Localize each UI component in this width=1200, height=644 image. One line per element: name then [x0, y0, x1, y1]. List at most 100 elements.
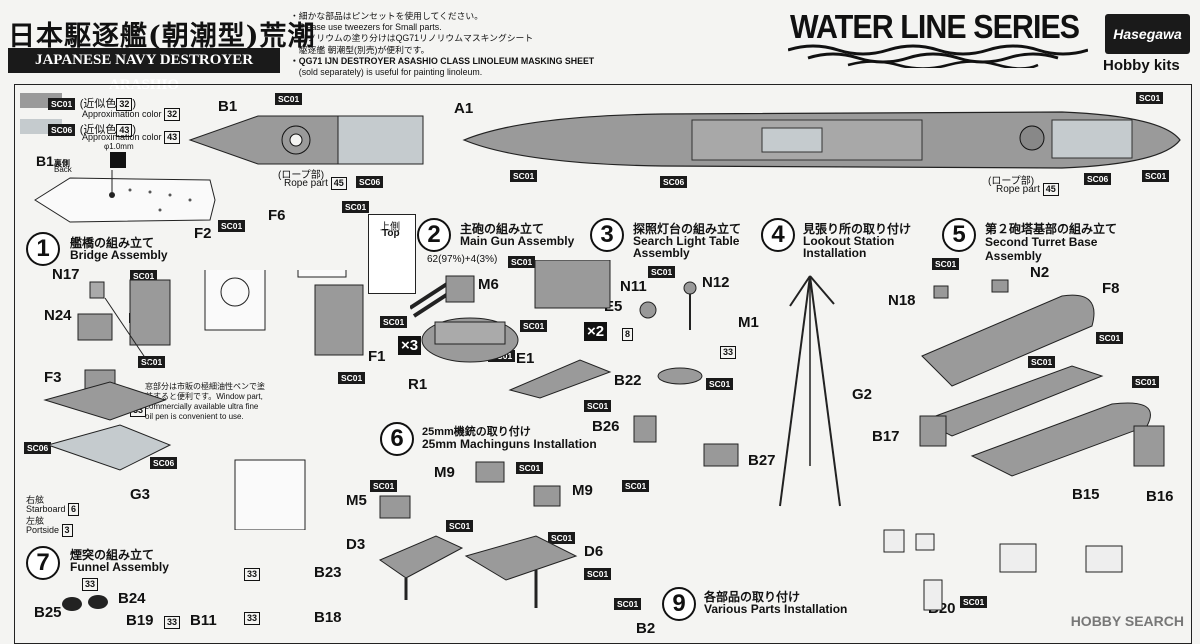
note-line: ・Please use tweezers for Small parts. [290, 22, 442, 33]
part-n24: N24 [44, 307, 72, 324]
part-f1: F1 [368, 348, 386, 365]
hobby-kits-label: Hobby kits [1103, 57, 1180, 74]
step-2-number: 2 [417, 218, 451, 252]
bridge-assembly-drawing [43, 270, 364, 530]
code-f8: SC01 [1096, 332, 1124, 344]
code-e5: SC01 [520, 320, 548, 332]
note-line: 駆逐艦 朝潮型(別売)が便利です。 [290, 44, 430, 55]
part-n12: N12 [702, 274, 730, 291]
part-b17: B17 [872, 428, 900, 445]
code-g3-a: SC06 [24, 442, 52, 454]
code-d6-b: SC01 [584, 568, 612, 580]
starboard-jp: 右舷 [26, 495, 45, 505]
top-label-jp: 上側 [380, 222, 400, 233]
note-line: ・リノリウムの塗り分けはQG71リノリウムマスキングシート [290, 33, 534, 44]
code-a1-2: SC06 [660, 176, 688, 188]
part-b2: B2 [636, 620, 656, 637]
part-m1: M1 [738, 314, 759, 331]
part-b25: B25 [34, 604, 62, 621]
code-a1-1: SC01 [510, 170, 538, 182]
step-5-en2: Assembly [985, 249, 1042, 263]
b1-deck-drawing [188, 115, 424, 165]
part-r1: R1 [408, 376, 428, 393]
color-8: 8 [622, 328, 634, 341]
code-f1: SC01 [338, 372, 366, 384]
note-line: ・QG71 IJN DESTROYER ASASHIO CLASS LINOLE… [290, 55, 595, 66]
step-1-en: Bridge Assembly [70, 248, 168, 262]
drill-size: φ1.0mm [104, 142, 134, 151]
part-b26: B26 [592, 418, 620, 435]
lookout-mast-drawing [779, 275, 841, 507]
step-9-number: 9 [662, 587, 696, 621]
qty-x2: ×2 [584, 322, 608, 341]
color-33-m1: 33 [720, 346, 737, 359]
part-g3: G3 [130, 486, 151, 503]
window-note: 窓部分は市販の極細油性ペンで塗装すると便利です。Window part, com… [145, 382, 265, 421]
step-4-en1: Lookout Station [803, 234, 895, 248]
part-b24: B24 [118, 590, 146, 607]
part-e1: E1 [516, 350, 535, 367]
machinegun-drawing [378, 461, 578, 608]
part-b18: B18 [314, 609, 342, 626]
code-f2: SC01 [218, 220, 246, 232]
color-33-b18: 33 [244, 612, 261, 625]
step-6-number: 6 [380, 422, 414, 456]
color-33-b24: 33 [82, 578, 99, 591]
part-b22: B22 [614, 372, 642, 389]
note-line: ・細かな部品はピンセットを使用してください。 [290, 11, 484, 21]
step-3-en2: Assembly [633, 246, 690, 260]
rope-en-b1: Rope part 45 [284, 177, 347, 190]
header-notes: ・細かな部品はピンセットを使用してください。 ・Please use tweez… [290, 11, 595, 78]
color-33-b23: 33 [244, 568, 261, 581]
watermark: HOBBY SEARCH [1070, 613, 1184, 629]
step-4-number: 4 [761, 218, 795, 252]
code-b20: SC01 [960, 596, 988, 608]
note-line: (sold separately) is useful for painting… [290, 67, 483, 78]
code-g3-b: SC06 [150, 457, 178, 469]
step-6-jp: 25mm機銃の取り付け [422, 426, 531, 438]
step-2-jp: 主砲の組み立て [460, 222, 545, 236]
step-5-jp: 第２砲塔基部の組み立て [985, 222, 1118, 236]
code-n11: SC01 [648, 266, 676, 278]
code-d6-a: SC01 [548, 532, 576, 544]
part-n18: N18 [888, 292, 916, 309]
color-mix: 62(97%)+4(3%) [427, 254, 498, 265]
title-english: JAPANESE NAVY DESTROYER ARASHIO [8, 48, 280, 93]
code-m6-b: SC01 [380, 316, 408, 328]
step-7-jp: 煙突の組み立て [70, 548, 155, 562]
part-d3: D3 [346, 536, 366, 553]
step-1-jp: 艦橋の組み立て [70, 236, 155, 250]
part-b15: B15 [1072, 486, 1100, 503]
code-m5: SC01 [370, 480, 398, 492]
various-parts-drawing [883, 529, 1123, 611]
step-6-en: 25mm Machinguns Installation [422, 437, 597, 451]
funnel-parts-drawing [62, 595, 108, 611]
part-b27: B27 [748, 452, 776, 469]
code-b1: SC01 [275, 93, 303, 105]
part-m9-a: M9 [434, 464, 455, 481]
part-g2: G2 [852, 386, 873, 403]
part-b23: B23 [314, 564, 342, 581]
starboard-en: Starboard 6 [26, 503, 80, 516]
part-f3: F3 [44, 369, 62, 386]
part-b1: B1 [218, 98, 238, 115]
code-b16: SC01 [1132, 376, 1160, 388]
part-f8: F8 [1102, 280, 1120, 297]
code-d3: SC01 [446, 520, 474, 532]
step-3-en1: Search Light Table [633, 234, 740, 248]
part-m6: M6 [478, 276, 499, 293]
part-n2: N2 [1030, 264, 1050, 281]
part-b11: B11 [190, 612, 217, 629]
code-b17: SC01 [1028, 356, 1056, 368]
part-a1: A1 [454, 100, 474, 117]
title-japanese: 日本駆逐艦(朝潮型)荒潮 [8, 21, 316, 52]
code-b22: SC01 [706, 378, 734, 390]
code-b26: SC01 [622, 480, 650, 492]
code-a1-5: SC06 [1084, 173, 1112, 185]
code-a1-4: SC01 [1142, 170, 1170, 182]
rope-en-a1: Rope part 45 [996, 183, 1059, 196]
part-d6: D6 [584, 543, 604, 560]
searchlight-drawing [633, 281, 739, 467]
